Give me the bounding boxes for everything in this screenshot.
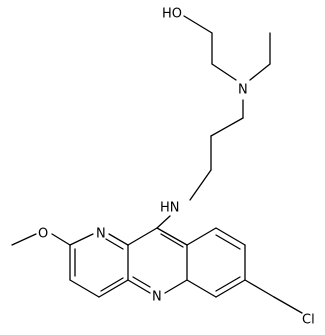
bond bbox=[132, 276, 151, 288]
bond bbox=[186, 227, 217, 246]
bond bbox=[273, 296, 303, 314]
bond bbox=[215, 227, 246, 246]
ring-nitrogen-label: N bbox=[96, 227, 106, 242]
bond bbox=[156, 215, 171, 229]
hydroxyl-label: HO bbox=[162, 7, 182, 22]
methoxy-oxygen-label: O bbox=[38, 227, 48, 242]
bond bbox=[69, 279, 100, 298]
bond bbox=[156, 227, 188, 246]
bond bbox=[160, 233, 184, 248]
bond bbox=[211, 63, 237, 81]
bond bbox=[127, 227, 158, 246]
bond bbox=[51, 233, 71, 246]
bond bbox=[11, 233, 37, 246]
bond bbox=[210, 117, 244, 137]
bond bbox=[215, 276, 241, 292]
bond bbox=[249, 63, 271, 81]
secondary-amine-label: HN bbox=[160, 201, 180, 216]
bond bbox=[98, 279, 129, 298]
bond bbox=[183, 15, 213, 34]
bond bbox=[186, 279, 217, 298]
bond bbox=[189, 169, 212, 201]
ring-nitrogen-label: N bbox=[152, 290, 162, 305]
bond bbox=[105, 238, 124, 250]
bond bbox=[69, 233, 94, 246]
amine-nitrogen-label: N bbox=[238, 83, 248, 98]
bond bbox=[215, 234, 241, 250]
chlorine-label: Cl bbox=[302, 313, 315, 328]
bond bbox=[244, 279, 275, 298]
bond bbox=[100, 277, 124, 292]
bond bbox=[215, 279, 246, 298]
bond bbox=[108, 233, 129, 246]
bond bbox=[164, 279, 188, 294]
bond bbox=[127, 279, 151, 294]
